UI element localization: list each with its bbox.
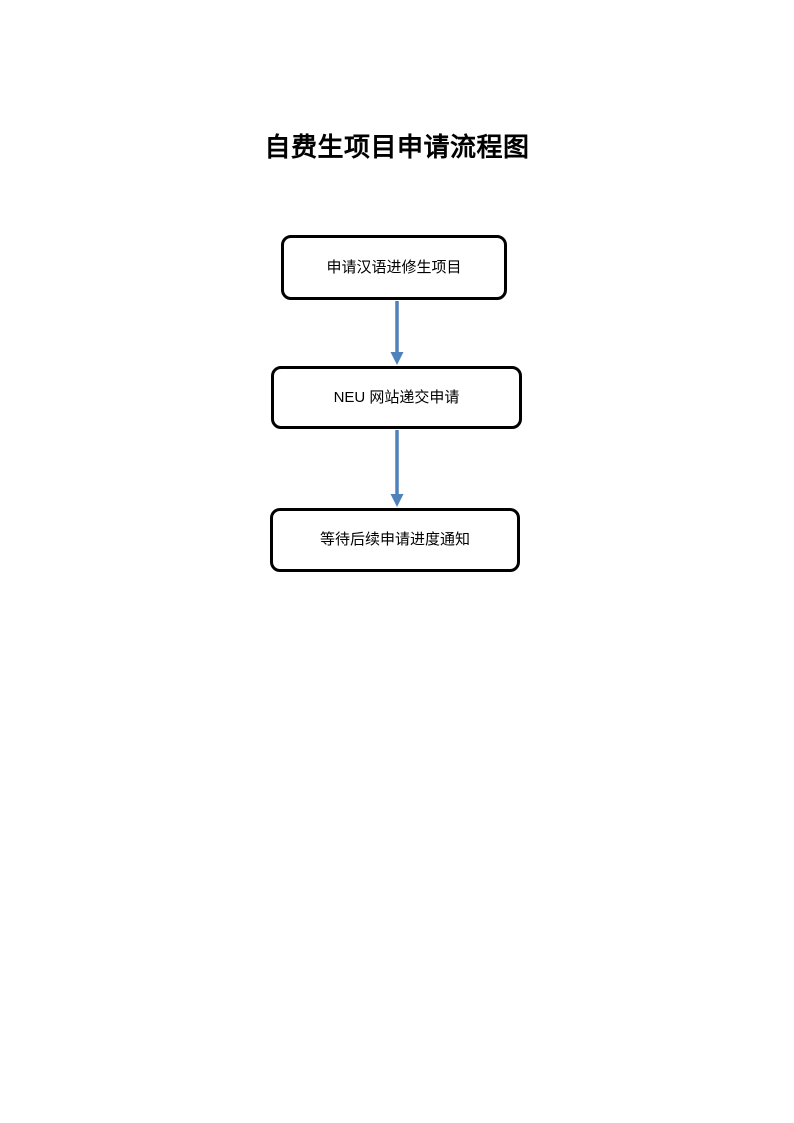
flow-node-wait-progress-notice: 等待后续申请进度通知 bbox=[270, 508, 520, 572]
page-title: 自费生项目申请流程图 bbox=[264, 132, 530, 162]
down-arrow-step1-to-step2 bbox=[390, 301, 404, 365]
flow-node-neu-website-submit: NEU 网站递交申请 bbox=[271, 366, 522, 429]
flow-node-apply-chinese-program: 申请汉语进修生项目 bbox=[281, 235, 507, 300]
flow-node-label: 申请汉语进修生项目 bbox=[326, 258, 462, 276]
flow-node-label: 等待后续申请进度通知 bbox=[319, 531, 470, 548]
down-arrow-step2-to-step3 bbox=[390, 430, 404, 507]
flow-node-label: NEU 网站递交申请 bbox=[333, 388, 460, 406]
